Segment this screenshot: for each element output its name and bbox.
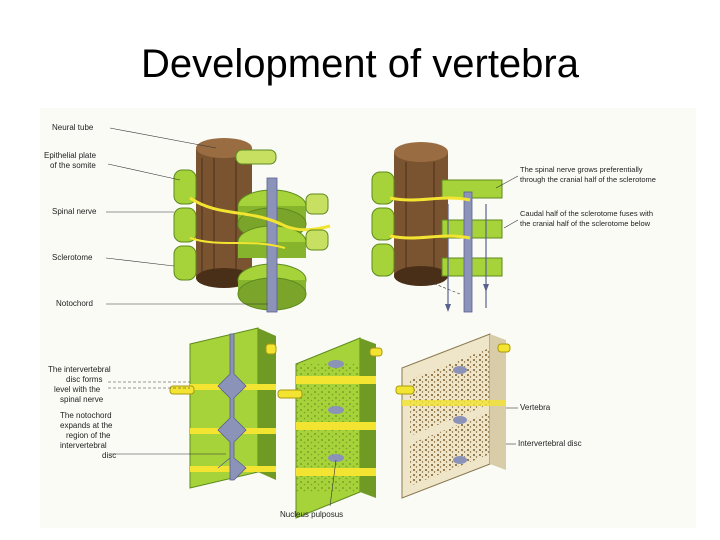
label-noto-2: expands at the — [60, 421, 113, 430]
label-caudal-1: Caudal half of the sclerotome fuses with — [520, 209, 653, 218]
label-grows-1: The spinal nerve grows preferentially — [520, 165, 643, 174]
column-vertebra — [396, 334, 510, 498]
label-noto-1: The notochord — [60, 411, 112, 420]
label-disc-2: disc forms — [66, 375, 102, 384]
vertebra-diagram: Neural tube Epithelial plate of the somi… — [40, 108, 696, 528]
label-neural-tube: Neural tube — [52, 123, 94, 132]
label-disc-4: spinal nerve — [60, 395, 104, 404]
label-grows-2: through the cranial half of the scleroto… — [520, 175, 656, 184]
label-caudal-2: the cranial half of the sclerotome below — [520, 219, 651, 228]
label-intervertebral-disc: Intervertebral disc — [518, 439, 582, 448]
somite-stack-left — [174, 138, 330, 312]
column-nucleus — [278, 338, 382, 518]
label-disc-1: The intervertebral — [48, 365, 111, 374]
column-notochord — [170, 328, 276, 488]
somite-stack-right — [372, 142, 502, 312]
label-sclerotome: Sclerotome — [52, 253, 93, 262]
label-disc-3: level with the — [54, 385, 101, 394]
label-epithelial-2: of the somite — [50, 161, 96, 170]
label-spinal-nerve: Spinal nerve — [52, 207, 97, 216]
vertebra-development-figure: Neural tube Epithelial plate of the somi… — [40, 108, 696, 528]
label-noto-3: region of the — [66, 431, 111, 440]
label-vertebra: Vertebra — [520, 403, 551, 412]
label-noto-4: intervertebral — [60, 441, 107, 450]
page-title: Development of vertebra — [0, 42, 720, 87]
label-epithelial-1: Epithelial plate — [44, 151, 97, 160]
label-notochord: Notochord — [56, 299, 93, 308]
label-nucleus-pulposus: Nucleus pulposus — [280, 510, 343, 519]
label-noto-5: disc — [102, 451, 116, 460]
